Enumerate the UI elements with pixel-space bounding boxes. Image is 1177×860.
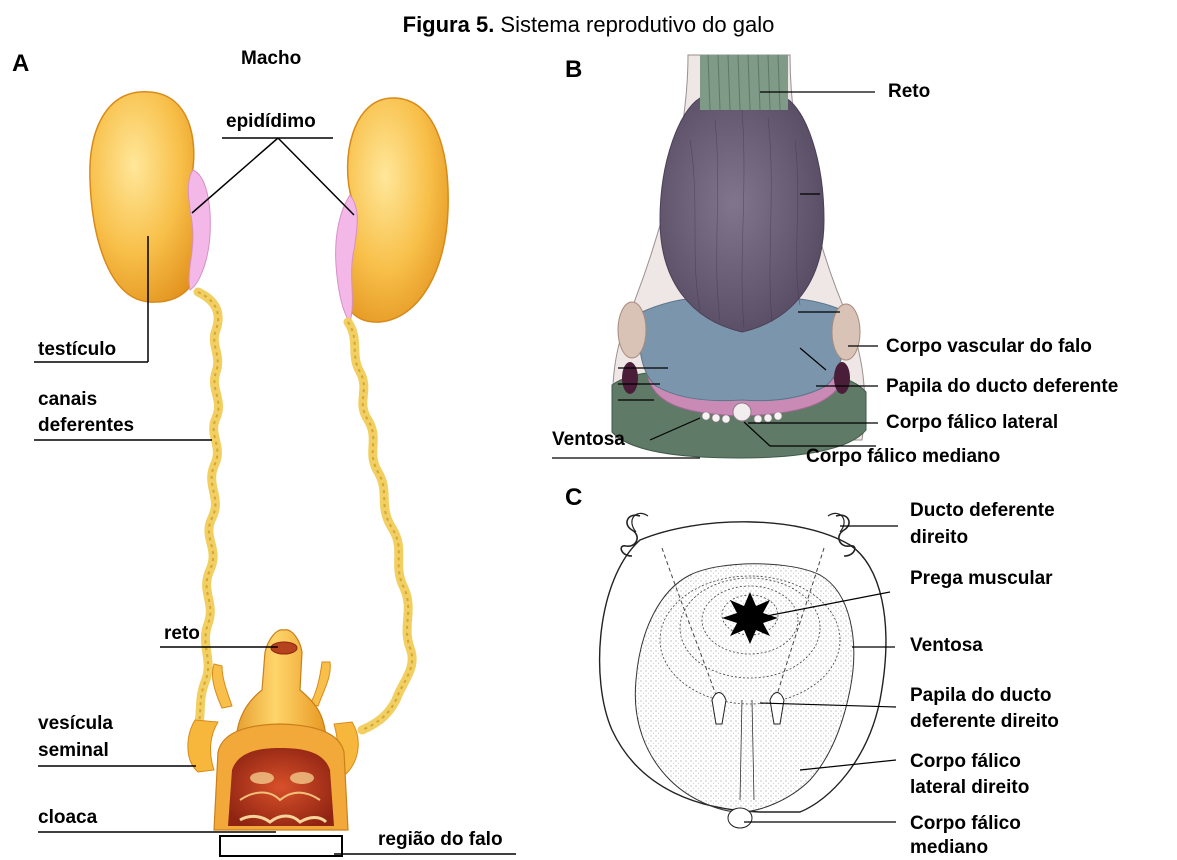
label-testiculo: testículo	[38, 338, 116, 362]
label-epididimo: epidídimo	[226, 110, 316, 134]
panel-c-letter: C	[565, 484, 582, 512]
label-mediano-line1: Corpo fálico	[910, 812, 1021, 836]
label-reto-a: reto	[164, 622, 200, 646]
label-corpo-falico-lateral: Corpo fálico lateral	[886, 411, 1058, 435]
label-cloaca: cloaca	[38, 806, 97, 830]
label-papila-c-line1: Papila do ducto	[910, 684, 1051, 708]
label-lateral-line2: lateral direito	[910, 776, 1029, 800]
label-vesicula-line2: seminal	[38, 739, 109, 763]
rectum-bag	[660, 98, 824, 332]
label-ventosa-c: Ventosa	[910, 634, 983, 658]
left-seminal-vesicle	[188, 720, 218, 772]
label-lateral-line1: Corpo fálico	[910, 750, 1021, 774]
panel-a-heading: Macho	[241, 47, 301, 71]
label-regiao-falo: região do falo	[378, 828, 503, 852]
label-canais-line1: canais	[38, 388, 97, 412]
rectum-neck	[700, 55, 788, 110]
cloaca-cavity	[228, 748, 334, 826]
panel-a-letter: A	[12, 50, 29, 78]
right-deferent-duct	[348, 322, 412, 730]
left-testis-shape	[90, 92, 201, 302]
panel-b-illustration	[552, 55, 878, 458]
panel-c-illustration	[600, 513, 898, 828]
label-canais-line2: deferentes	[38, 414, 134, 438]
label-ducto-line2: direito	[910, 526, 968, 550]
label-ventosa-b: Ventosa	[552, 428, 625, 452]
label-corpo-falico-mediano: Corpo fálico mediano	[806, 445, 1000, 469]
label-prega: Prega muscular	[910, 567, 1053, 591]
right-testis-shape	[343, 98, 448, 322]
rectum-opening	[271, 642, 297, 654]
label-corpo-vascular: Corpo vascular do falo	[886, 335, 1092, 359]
label-mediano-line2: mediano	[910, 836, 988, 860]
label-reto-b: Reto	[888, 80, 930, 104]
median-phallic-body	[728, 808, 752, 828]
label-papila-b: Papila do ducto deferente	[886, 375, 1118, 399]
phallus-region-box	[220, 836, 342, 856]
panel-b-letter: B	[565, 56, 582, 84]
label-vesicula-line1: vesícula	[38, 712, 113, 736]
label-papila-c-line2: deferente direito	[910, 710, 1059, 734]
label-ducto-line1: Ducto deferente	[910, 499, 1055, 523]
